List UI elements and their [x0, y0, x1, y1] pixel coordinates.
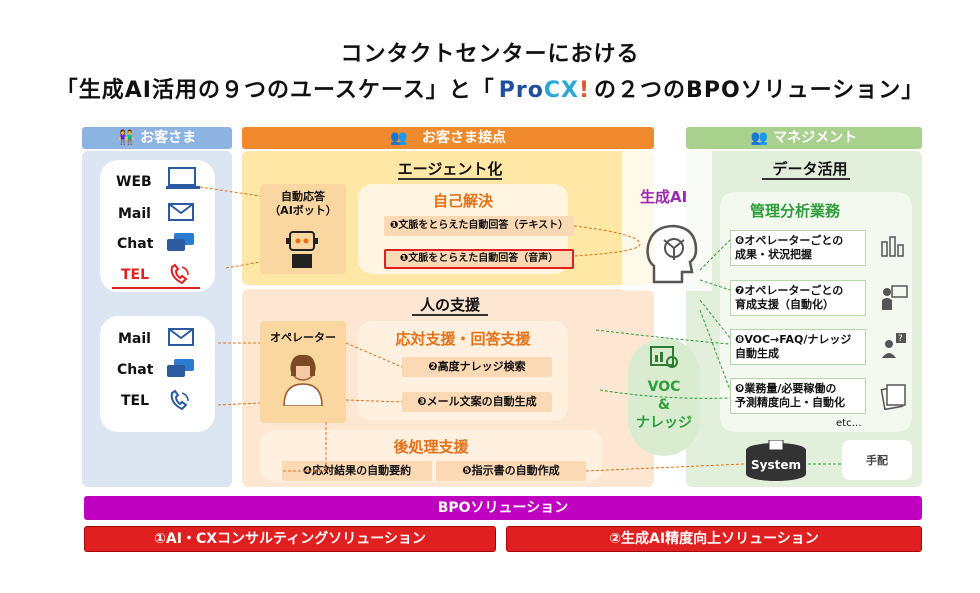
- agent-title: エージェント化: [397, 160, 503, 178]
- operator-label: オペレーター: [270, 331, 336, 344]
- title-prefix: 「生成AI活用の９つのユースケース」と「: [55, 78, 495, 103]
- chat-icon: [166, 358, 196, 384]
- tel-underline: [112, 287, 200, 289]
- faq-icon: ?: [880, 332, 908, 364]
- voc-knowledge-oval: [628, 338, 700, 456]
- data-utilization-title: データ活用: [772, 160, 848, 178]
- post-process-title: 後処理支援: [393, 438, 469, 456]
- solution-2-bar: ②生成AI精度向上ソリューション: [506, 526, 922, 552]
- channel-web: WEB: [116, 174, 152, 190]
- title-line-1: コンタクトセンターにおける: [340, 42, 640, 67]
- mail-icon: [168, 328, 194, 350]
- usecase-3: ❸メール文案の自動生成: [402, 392, 552, 412]
- customer-channels-bottom: [100, 316, 215, 432]
- self-solve-title: 自己解決: [432, 192, 493, 210]
- system-label: System: [751, 458, 801, 472]
- manual-box: [842, 440, 912, 480]
- human-title: 人の支援: [419, 296, 480, 314]
- usecase-8: ❽VOC→FAQ/ナレッジ 自動生成: [730, 329, 866, 365]
- usecase-4: ❹応対結果の自動要約: [282, 461, 432, 481]
- voc-knowledge-label: VOC&ナレッジ: [636, 379, 692, 431]
- phone-icon: [168, 389, 192, 417]
- channel-mail: Mail: [118, 331, 151, 347]
- genai-label: 生成AI: [640, 188, 688, 206]
- ai-brain-icon: [644, 222, 700, 294]
- people-icon: 👥: [389, 130, 413, 146]
- training-icon: [880, 284, 908, 316]
- system-database-icon: [744, 439, 808, 482]
- usecase-9: ❾業務量/必要稼働の 予測精度向上・自動化: [730, 378, 866, 414]
- usecase-5: ❺指示書の自動作成: [436, 461, 586, 481]
- usecase-2: ❷高度ナレッジ検索: [402, 357, 552, 377]
- human-title-underline: [412, 314, 488, 316]
- manual-label: 手配: [866, 454, 888, 467]
- operator-icon: [280, 352, 326, 410]
- usecase-7: ❼オペレーターごとの 育成支援（自動化）: [730, 280, 866, 316]
- data-title-underline: [762, 178, 850, 180]
- usecase-1-text: ❶文脈をとらえた自動回答（テキスト）: [384, 216, 574, 236]
- response-support-title: 応対支援・回答支援: [395, 330, 531, 348]
- channel-chat: Chat: [117, 362, 154, 378]
- procx-logo: ProCX!: [498, 78, 591, 103]
- bpo-solution-bar: BPOソリューション: [84, 496, 922, 520]
- documents-icon: [880, 382, 908, 414]
- channel-tel: TEL: [121, 267, 150, 283]
- management-header: 👥 マネジメント: [686, 127, 922, 149]
- mail-icon: [168, 203, 194, 225]
- phone-icon: [168, 263, 192, 291]
- usecase-1-voice: ❶文脈をとらえた自動回答（音声）: [384, 249, 574, 269]
- monitor-icon: [166, 166, 200, 196]
- solution-1-bar: ①AI・CXコンサルティングソリューション: [84, 526, 496, 552]
- etc-label: etc…: [836, 418, 862, 429]
- chat-icon: [166, 232, 196, 258]
- channel-chat: Chat: [117, 236, 154, 252]
- people-icon: 👫: [117, 130, 141, 146]
- robot-icon: [284, 228, 320, 274]
- agent-title-underline: [398, 178, 502, 180]
- management-analysis-title: 管理分析業務: [749, 202, 840, 220]
- channel-mail: Mail: [118, 206, 151, 222]
- channel-tel: TEL: [121, 393, 150, 409]
- dashboard-icon: [650, 346, 680, 374]
- title-suffix: の２つのBPOソリューション」: [594, 78, 925, 103]
- title-line-2: 「生成AI活用の９つのユースケース」と「ProCX!の２つのBPOソリューション…: [0, 72, 980, 104]
- touchpoint-header: 👥 お客さま接点: [242, 127, 654, 149]
- usecase-6: ❻オペレーターごとの 成果・状況把握: [730, 230, 866, 266]
- group-icon: 👥: [750, 130, 774, 146]
- customer-header: 👫 お客さま: [82, 127, 232, 149]
- bar-chart-icon: [880, 234, 908, 262]
- ai-bot-label: 自動応答 （AIボット）: [269, 190, 337, 217]
- svg-text:?: ?: [898, 334, 903, 344]
- genai-column: [622, 151, 712, 291]
